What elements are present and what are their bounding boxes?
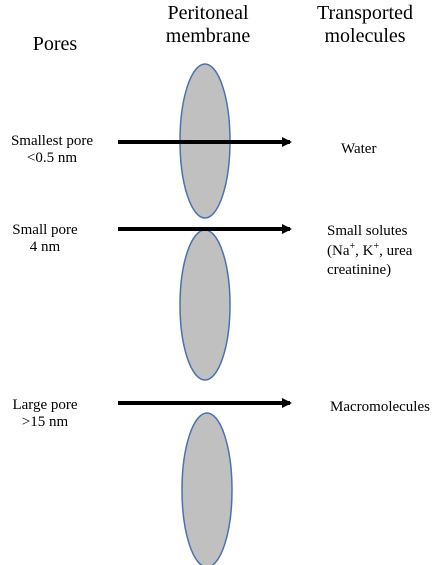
header-membrane-line1: Peritoneal bbox=[167, 2, 249, 24]
membrane-segment-2 bbox=[179, 229, 231, 381]
header-pores: Pores bbox=[32, 33, 78, 55]
molecule-macromolecules: Macromolecules bbox=[330, 399, 430, 415]
pore-label-small: Small pore 4 nm bbox=[0, 222, 90, 257]
ion-na: (Na bbox=[327, 242, 350, 259]
header-transported-line1: Transported bbox=[317, 2, 413, 24]
molecule-water: Water bbox=[341, 141, 377, 157]
ion-k-charge: + bbox=[373, 240, 380, 252]
header-membrane: Peritoneal membrane bbox=[148, 2, 268, 48]
molecule-small-solutes-line3: creatinine) bbox=[327, 262, 392, 278]
header-transported: Transported molecules bbox=[300, 2, 430, 48]
pore-label-small-name: Small pore bbox=[12, 222, 78, 238]
pore-label-small-size: 4 nm bbox=[29, 239, 61, 256]
membrane-segment-3 bbox=[181, 412, 233, 565]
molecule-small-solutes-line2: (Na+, K+, urea bbox=[327, 240, 413, 262]
pore-label-large-name: Large pore bbox=[12, 397, 78, 413]
solute-urea: , urea bbox=[379, 242, 413, 259]
pore-label-smallest-name: Smallest pore bbox=[10, 133, 94, 149]
pore-label-smallest: Smallest pore <0.5 nm bbox=[0, 133, 104, 168]
pore-label-large: Large pore >15 nm bbox=[0, 397, 90, 432]
header-transported-line2: molecules bbox=[324, 25, 406, 47]
pore-label-smallest-size: <0.5 nm bbox=[26, 150, 78, 167]
molecule-small-solutes: Small solutes (Na+, K+, urea creatinine) bbox=[327, 222, 412, 281]
pore-label-large-size: >15 nm bbox=[21, 414, 69, 431]
molecule-small-solutes-line1: Small solutes bbox=[327, 223, 408, 239]
ion-na-charge: + bbox=[349, 240, 356, 252]
header-membrane-line2: membrane bbox=[165, 25, 251, 47]
ion-k: , K bbox=[355, 242, 374, 259]
